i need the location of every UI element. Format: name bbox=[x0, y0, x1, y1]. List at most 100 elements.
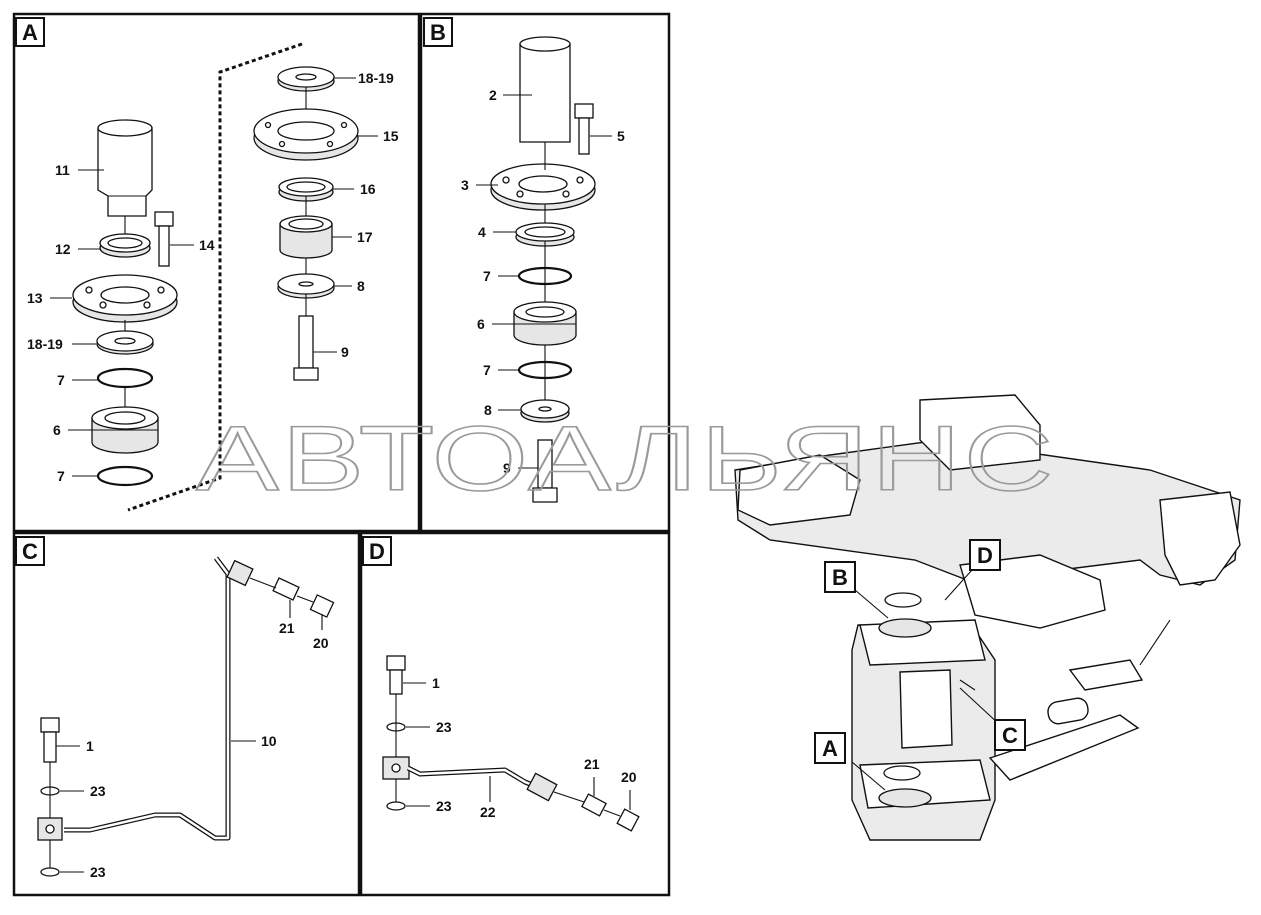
part-tube-10 bbox=[64, 556, 231, 841]
assembly-tag-b-label: B bbox=[832, 565, 848, 590]
callout-label: 20 bbox=[621, 769, 637, 785]
callout-group-b: 2 5 3 4 7 6 7 8 9 bbox=[461, 87, 625, 476]
assembly-tag-c-label: C bbox=[1002, 723, 1018, 748]
panel-d-label: D bbox=[369, 539, 385, 564]
callout-label: 2 bbox=[489, 87, 497, 103]
callout-label: 18-19 bbox=[27, 336, 63, 352]
part-bolt-9-left bbox=[293, 315, 319, 381]
callout-label: 23 bbox=[90, 783, 106, 799]
pivot-a-cap bbox=[883, 765, 921, 781]
left-mount bbox=[737, 454, 861, 526]
part-washer-8-left bbox=[277, 273, 335, 299]
callout-label: 8 bbox=[357, 278, 365, 294]
panel-c-label: C bbox=[22, 539, 38, 564]
callout-label: 16 bbox=[360, 181, 376, 197]
callout-label: 21 bbox=[584, 756, 600, 772]
cross-plate bbox=[959, 554, 1106, 629]
callout-label: 8 bbox=[484, 402, 492, 418]
assembly-tag-a-label: A bbox=[822, 736, 838, 761]
link-arm-lower bbox=[988, 714, 1140, 781]
leader-d bbox=[944, 569, 973, 601]
panel-d-frame bbox=[359, 531, 671, 897]
callout-label: 7 bbox=[483, 362, 491, 378]
callout-label: 7 bbox=[57, 468, 65, 484]
callout-label: 15 bbox=[383, 128, 399, 144]
panel-d: D 1 23 21 bbox=[359, 531, 671, 897]
callout-label: 12 bbox=[55, 241, 71, 257]
part-pin-11 bbox=[97, 119, 153, 217]
part-tube-22 bbox=[406, 765, 536, 789]
callout-label: 7 bbox=[483, 268, 491, 284]
panel-a-frame bbox=[12, 12, 421, 533]
part-washer-23-c-lower bbox=[40, 867, 60, 877]
part-banjo-bolt-1-d bbox=[386, 655, 406, 695]
callout-label: 9 bbox=[503, 460, 511, 476]
panel-c: C 21 20 1 bbox=[12, 531, 361, 897]
part-washer-23-d-lower bbox=[386, 801, 406, 811]
part-banjo-bolt-1-c bbox=[40, 717, 60, 763]
dashed-connector bbox=[127, 42, 303, 512]
callout-label: 9 bbox=[341, 344, 349, 360]
callout-label: 23 bbox=[436, 719, 452, 735]
assembly-tag-b bbox=[824, 561, 856, 593]
assembly-tag-d bbox=[969, 539, 1001, 571]
part-banjo-block-d bbox=[382, 756, 410, 780]
callout-label: 23 bbox=[436, 798, 452, 814]
assembly-tag-a bbox=[814, 732, 846, 764]
leader-b bbox=[854, 589, 889, 619]
callout-label: 10 bbox=[261, 733, 277, 749]
callout-label: 3 bbox=[461, 177, 469, 193]
panel-c-frame bbox=[12, 531, 361, 897]
brace-line bbox=[1139, 619, 1171, 666]
brace-line bbox=[959, 679, 976, 691]
part-fitting-d bbox=[526, 772, 640, 832]
callout-label: 23 bbox=[90, 864, 106, 880]
part-flange-15 bbox=[253, 108, 359, 161]
callout-label: 5 bbox=[617, 128, 625, 144]
assembly-view: B D C A bbox=[734, 394, 1241, 841]
callout-label: 17 bbox=[357, 229, 373, 245]
callout-label: 21 bbox=[279, 620, 295, 636]
pivot-b-bearing bbox=[878, 618, 932, 638]
callout-label: 13 bbox=[27, 290, 43, 306]
panel-c-tag bbox=[15, 536, 45, 566]
panel-a-tag bbox=[15, 17, 45, 47]
pivot-b-cap bbox=[884, 592, 922, 608]
callout-label: 6 bbox=[477, 316, 485, 332]
part-bushing-17 bbox=[279, 215, 333, 259]
callout-group-c: 21 20 1 10 23 23 bbox=[56, 600, 329, 880]
leader-c bbox=[959, 687, 1001, 726]
part-fitting-top-c bbox=[226, 559, 335, 618]
panel-a: A bbox=[12, 12, 421, 533]
callout-label: 22 bbox=[480, 804, 496, 820]
part-ring-16 bbox=[278, 177, 334, 202]
part-banjo-block-c bbox=[37, 817, 63, 841]
panel-b-label: B bbox=[430, 20, 446, 45]
part-washer-18-19-right bbox=[277, 66, 335, 92]
part-bearing-6 bbox=[91, 406, 159, 454]
callout-label: 7 bbox=[57, 372, 65, 388]
callout-label: 6 bbox=[53, 422, 61, 438]
assembly-tag-d-label: D bbox=[977, 543, 993, 568]
part-pin-2 bbox=[519, 36, 571, 143]
callout-label: 1 bbox=[432, 675, 440, 691]
link-arm-upper bbox=[1068, 659, 1144, 691]
callout-label: 4 bbox=[478, 224, 486, 240]
part-washer-18-19-left bbox=[96, 330, 154, 355]
part-washer-8-b bbox=[520, 399, 570, 423]
leader-a bbox=[851, 761, 886, 791]
callout-label: 1 bbox=[86, 738, 94, 754]
slot-opening bbox=[1047, 697, 1089, 725]
callout-label: 20 bbox=[313, 635, 329, 651]
part-bushing-12 bbox=[99, 233, 151, 258]
part-bolt-5 bbox=[574, 103, 594, 155]
callout-group-a: 11 12 13 14 18-19 7 6 7 18-19 15 16 17 8 bbox=[27, 70, 399, 484]
panel-d-tag bbox=[362, 536, 392, 566]
part-bolt-9-b bbox=[532, 439, 558, 503]
part-flange-3 bbox=[490, 163, 596, 211]
right-mount bbox=[1159, 491, 1241, 586]
panel-a-label: A bbox=[22, 20, 38, 45]
part-flange-13 bbox=[72, 274, 178, 323]
callout-group-d: 1 23 21 20 23 22 bbox=[403, 675, 637, 820]
